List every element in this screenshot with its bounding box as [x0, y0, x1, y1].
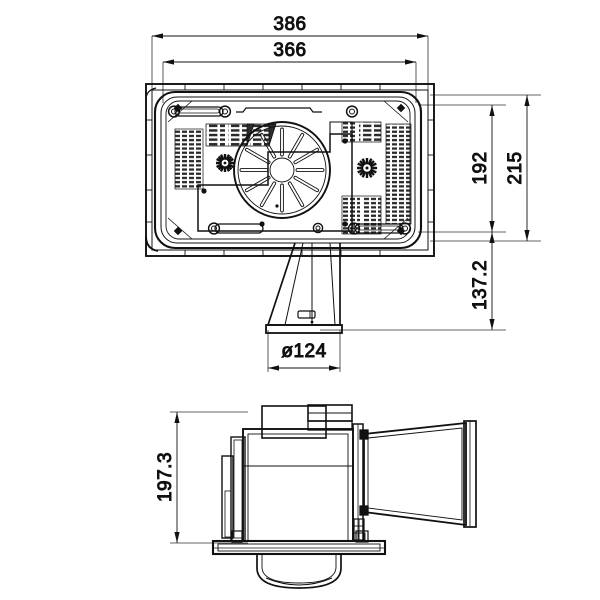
plan-interior-detail [174, 107, 412, 235]
side-ceiling-flange [211, 530, 387, 556]
dimension-value-192: 192 [470, 151, 491, 184]
rosette-fan-left [216, 154, 234, 172]
dimension-value-diameter-124: ø124 [281, 341, 326, 362]
boss-bottom-middle [312, 222, 324, 234]
control-plate [197, 121, 353, 232]
dimension-duct-diameter: ø124 [268, 341, 340, 371]
dimension-value-215: 215 [505, 151, 526, 184]
central-impeller [233, 121, 331, 219]
mounting-hardware [167, 103, 412, 236]
bracket-bottom-right [347, 222, 412, 235]
side-main-body [221, 423, 365, 542]
dimension-inner-width: 366 [163, 40, 416, 65]
duct-spigot-neck [265, 242, 343, 334]
bracket-bottom-left [207, 222, 264, 235]
side-duct-horn [359, 420, 477, 528]
side-top-duct-stub [261, 404, 353, 439]
dimension-value-386: 386 [273, 14, 306, 35]
plan-extension-lines [151, 36, 541, 372]
dimension-overall-height: 215 [505, 95, 530, 241]
dimension-overall-width: 386 [152, 14, 428, 39]
dimension-side-height: 197.3 [155, 412, 180, 543]
rosette-fan-right [357, 158, 377, 178]
boss-top-right [345, 105, 359, 118]
corner-screws [173, 103, 406, 236]
dimension-value-366: 366 [273, 40, 306, 61]
dimension-neck-offset: 137.2 [470, 232, 495, 330]
side-dome-diffuser [256, 554, 342, 589]
side-extension-lines [170, 411, 248, 544]
dimension-value-137-2: 137.2 [470, 260, 491, 310]
plan-view-group: 386 366 215 192 [145, 14, 541, 372]
dimension-value-197-3: 197.3 [155, 452, 176, 502]
side-view-group: 197.3 [155, 404, 477, 589]
bracket-top-left [167, 105, 232, 118]
vent-bank-left [174, 123, 277, 190]
dimension-inner-height: 192 [470, 105, 495, 232]
